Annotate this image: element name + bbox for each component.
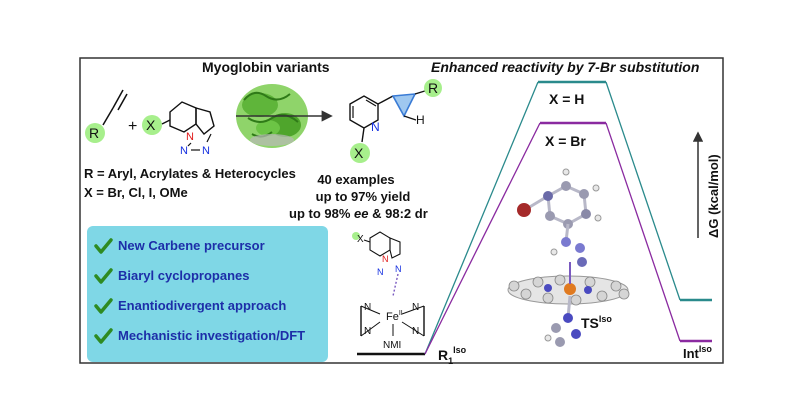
complex-n-blue-2: N <box>395 264 402 274</box>
label-x-br: X = Br <box>545 133 586 149</box>
energy-profile: X = H X = Br ΔG (kcal/mol) R1Iso TSIso I… <box>357 80 721 366</box>
header-myoglobin: Myoglobin variants <box>202 59 330 75</box>
r1-iso-label: R1Iso <box>438 345 467 366</box>
product-r-label: R <box>428 80 438 96</box>
triazolopyridine-structure: X N N N <box>142 101 215 157</box>
transition-state-3d-model <box>507 168 630 347</box>
r-group-circle <box>85 123 105 143</box>
results-selectivity: up to 98% ee & 98:2 dr <box>289 206 428 221</box>
triazole-n2: N <box>180 145 188 157</box>
alkene-r-label: R <box>89 125 99 141</box>
int-iso-label: IntIso <box>683 344 712 361</box>
product-n-label: N <box>371 120 380 134</box>
feature-label: Mechanistic investigation/DFT <box>118 328 305 343</box>
porphyrin-n-br: N <box>412 326 419 337</box>
header-enhanced-reactivity: Enhanced reactivity by 7-Br substitution <box>431 59 699 75</box>
outer-frame <box>79 57 724 364</box>
product-r-circle <box>424 79 442 97</box>
porphyrin-n-tr: N <box>412 302 419 313</box>
scope-x-text: X = Br, Cl, I, OMe <box>84 185 188 200</box>
product-x-circle <box>350 143 370 163</box>
iron-label: FeII <box>386 310 403 323</box>
bromine-atom <box>517 203 531 217</box>
complex-n-red: N <box>382 254 389 264</box>
iron-porphyrin-complex: X N N N N N N N FeII NMI <box>352 231 425 351</box>
triazole-n3: N <box>202 145 210 157</box>
cyclopropane-product-structure: N X R H <box>349 79 442 163</box>
checkmark-icon <box>94 268 113 284</box>
ts-iso-label: TSIso <box>581 314 612 331</box>
features-panel <box>87 226 328 362</box>
checkmark-icon <box>94 328 113 344</box>
cyclopropane-ring <box>391 93 417 118</box>
porphyrin-n-tl: N <box>364 302 371 313</box>
feature-item: Enantiodivergent approach <box>94 298 286 314</box>
plus-sign: + <box>128 118 137 135</box>
product-x-label: X <box>354 145 364 161</box>
results-summary: 40 examples up to 97% yield up to 98% ee… <box>289 172 428 221</box>
feature-item: Mechanistic investigation/DFT <box>94 328 305 344</box>
delta-g-label: ΔG (kcal/mol) <box>706 154 721 238</box>
myoglobin-protein-image <box>236 84 308 148</box>
alkene-structure: R <box>85 89 128 143</box>
results-yield: up to 97% yield <box>316 189 411 204</box>
checkmark-icon <box>94 238 113 254</box>
complex-n-blue-1: N <box>377 267 384 277</box>
feature-item: Biaryl cyclopropanes <box>94 268 250 284</box>
iron-atom <box>564 283 576 295</box>
x-group-circle <box>142 115 162 135</box>
feature-label: New Carbene precursor <box>118 238 265 253</box>
complex-x-label: X <box>357 234 364 245</box>
reagent-x-label: X <box>146 117 156 133</box>
feature-item: New Carbene precursor <box>94 238 265 254</box>
checkmark-icon <box>94 298 113 314</box>
product-h-label: H <box>416 113 425 127</box>
feature-label: Biaryl cyclopropanes <box>118 268 250 283</box>
feature-label: Enantiodivergent approach <box>118 298 286 313</box>
triazole-n1: N <box>186 131 194 143</box>
label-x-h: X = H <box>549 91 584 107</box>
nmi-label: NMI <box>383 340 401 351</box>
complex-x-dot <box>352 232 360 240</box>
features-box <box>87 226 328 362</box>
results-examples: 40 examples <box>317 172 394 187</box>
scope-r-text: R = Aryl, Acrylates & Heterocycles <box>84 166 296 181</box>
